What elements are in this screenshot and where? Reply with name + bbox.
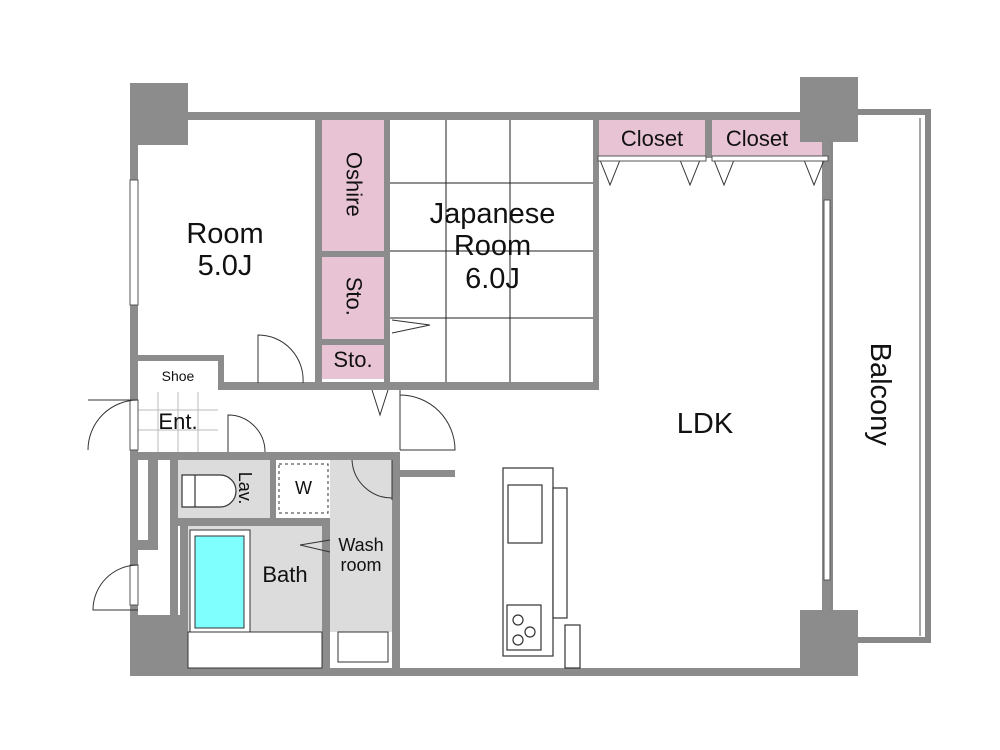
oshire-fill xyxy=(322,120,384,251)
balcony-label: Balcony xyxy=(864,342,897,446)
storage-1-fill xyxy=(322,257,384,339)
entrance-label: Ent. xyxy=(158,409,198,434)
ldk-label: LDK xyxy=(676,408,734,440)
toilet-icon xyxy=(181,474,237,508)
japanese-room-size: 6.0J xyxy=(465,262,520,295)
storage-2-label: Sto. xyxy=(333,347,373,372)
japanese-room-name-1: Japanese xyxy=(429,198,556,230)
room-size: 5.0J xyxy=(197,250,253,283)
washroom-label: Wash room xyxy=(330,535,392,575)
washer-label: W xyxy=(295,478,312,498)
doors xyxy=(87,159,825,611)
lavatory-label: Lav. xyxy=(235,471,256,505)
kitchen-counter xyxy=(502,467,581,669)
japanese-room-name-2: Room xyxy=(453,230,532,263)
washbasin-icon xyxy=(337,631,389,663)
entrance-tiles xyxy=(138,392,218,452)
washer-space-icon xyxy=(278,463,329,514)
shoe-label: Shoe xyxy=(161,368,195,384)
washroom-name-1: Wash xyxy=(338,535,384,555)
room-name: Room xyxy=(186,218,264,250)
storage-2-fill xyxy=(322,345,384,379)
oshire-label: Oshire xyxy=(341,151,367,217)
closet-1-fill xyxy=(598,120,706,158)
japanese-room-label: Japanese Room 6.0J xyxy=(395,198,590,295)
bath-label: Bath xyxy=(262,562,308,587)
closet-1-label: Closet xyxy=(620,126,684,151)
closet-2-label: Closet xyxy=(725,126,789,151)
tatami-grid xyxy=(390,120,593,383)
room-label: Room 5.0J xyxy=(170,218,280,283)
washroom-name-2: room xyxy=(340,555,382,576)
storage-1-label: Sto. xyxy=(341,276,367,316)
